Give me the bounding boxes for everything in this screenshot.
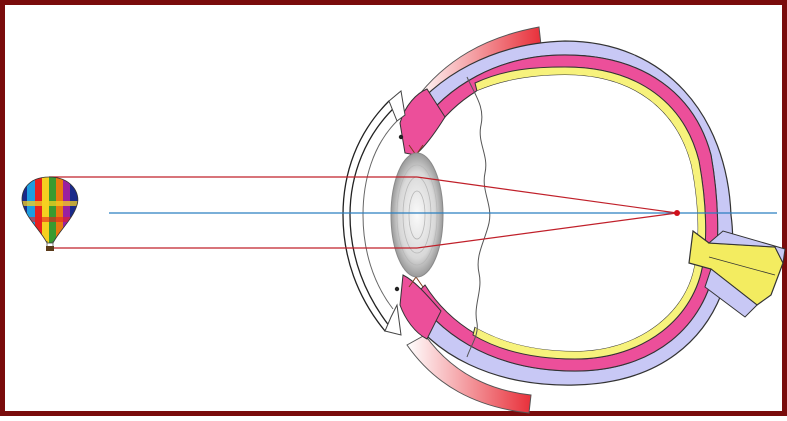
- cornea: [343, 101, 397, 331]
- iris-upper: [399, 135, 403, 139]
- focal-point: [674, 210, 680, 216]
- conjunctiva-lower: [385, 305, 401, 335]
- eye-diagram: [5, 5, 787, 421]
- hot-air-balloon-icon: [19, 175, 81, 251]
- crystalline-lens: [391, 153, 443, 277]
- iris-lower: [395, 287, 399, 291]
- conjunctiva-upper: [389, 91, 405, 121]
